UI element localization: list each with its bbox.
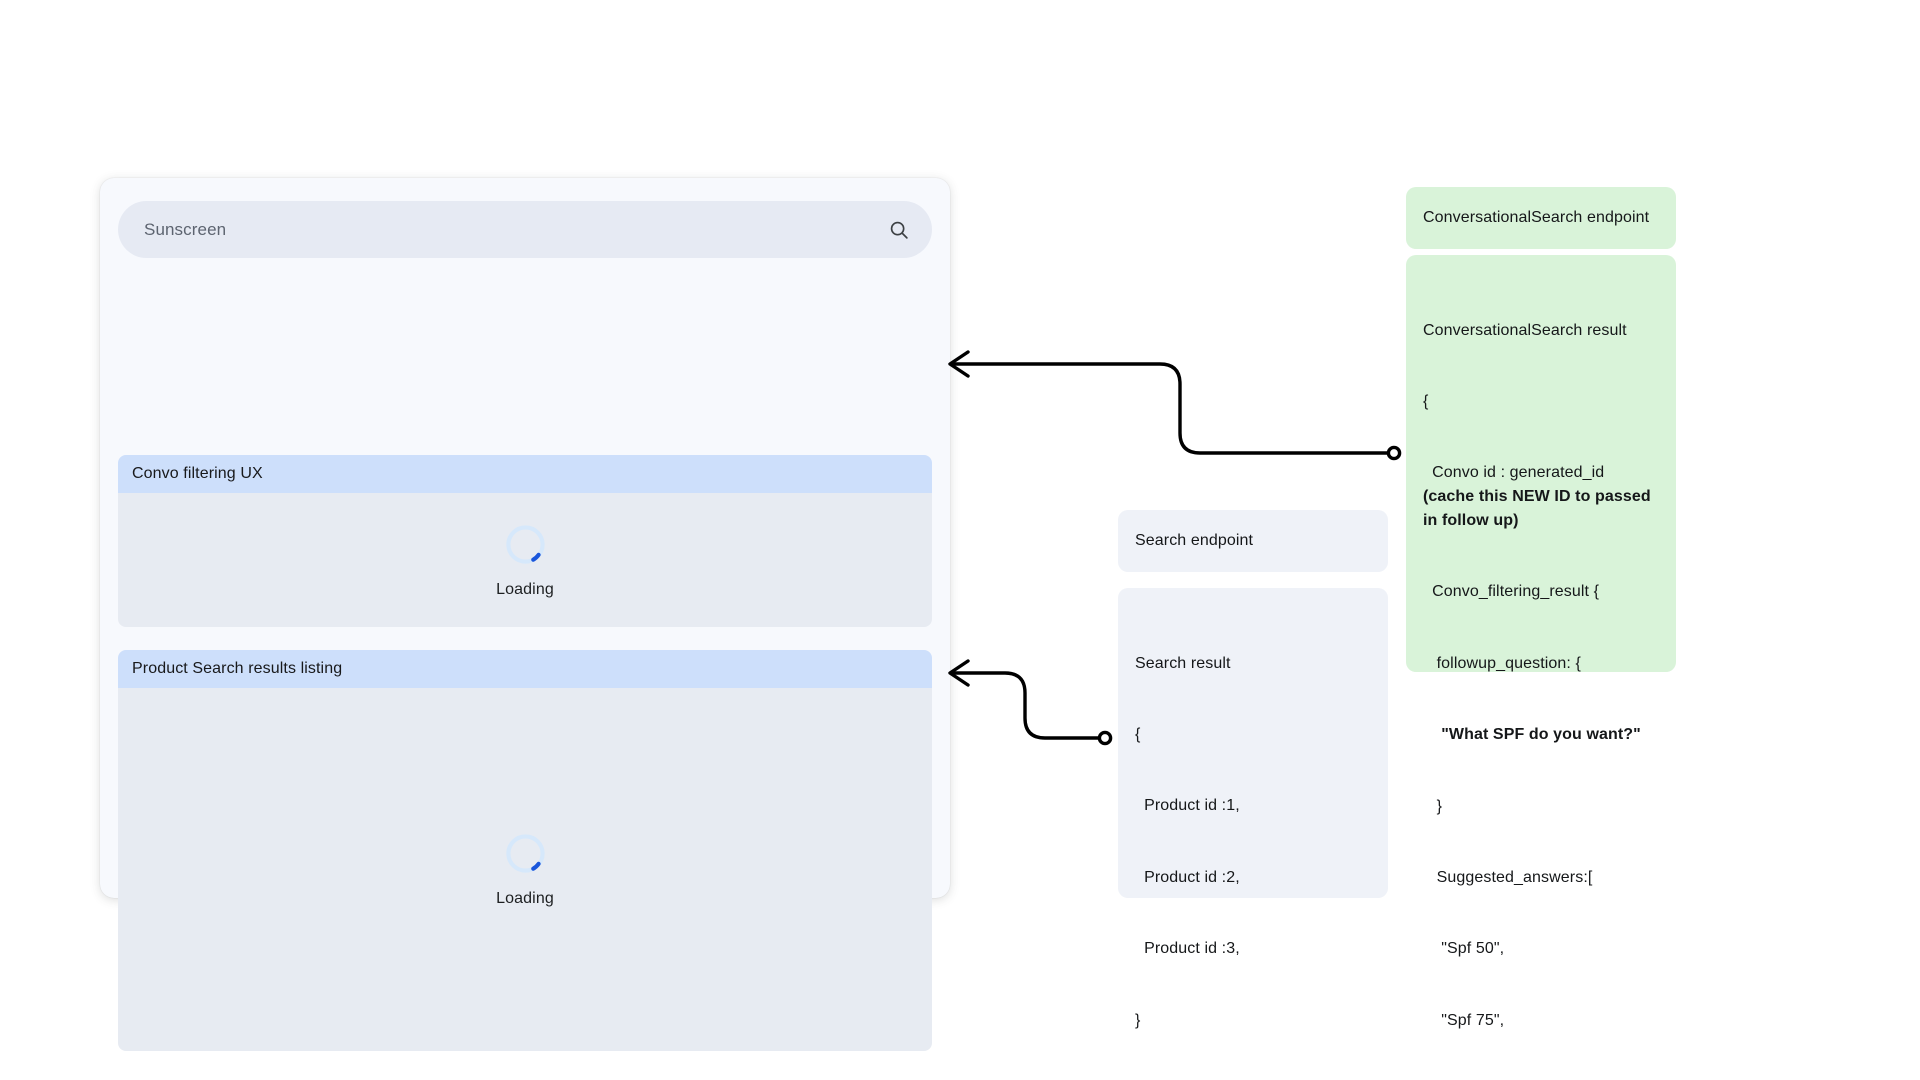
note-cs-endpoint-label: ConversationalSearch endpoint xyxy=(1423,209,1650,227)
search-bar[interactable]: Sunscreen xyxy=(118,201,932,258)
connector-endpoint-dot xyxy=(1386,445,1402,461)
spinner-icon xyxy=(505,834,545,873)
arrowhead-icon xyxy=(948,659,970,687)
note-cs-result-suggested-item: "Spf 75", xyxy=(1423,1011,1505,1029)
note-search-endpoint: Search endpoint xyxy=(1118,510,1388,572)
note-cs-result-filtering: Convo_filtering_result { xyxy=(1423,583,1600,601)
section-body-product-search-results-listing: Loading xyxy=(118,688,932,1051)
search-icon[interactable] xyxy=(888,219,910,241)
note-cs-result-followup-key: followup_question: { xyxy=(1423,654,1581,672)
loading-indicator-product-listing: Loading xyxy=(496,831,554,908)
note-search-result-line: Product id :1, xyxy=(1135,797,1240,815)
note-conversationalsearch-result: ConversationalSearch result { Convo id :… xyxy=(1406,255,1676,1029)
note-search-result-title: Search result xyxy=(1135,654,1231,672)
note-cs-result-followup-close: } xyxy=(1423,797,1443,815)
note-cs-result-suggested-item: "Spf 50", xyxy=(1423,940,1505,958)
note-search-result-line: Product id :3, xyxy=(1135,940,1240,958)
app-mock-card: Sunscreen Convo filtering UX Loading Pro… xyxy=(100,178,950,1051)
note-cs-result-convo-id: Convo id : generated_id (cache this NEW … xyxy=(1423,461,1660,532)
note-cs-result-followup-value: "What SPF do you want?" xyxy=(1423,723,1660,747)
connector-endpoint-dot xyxy=(1097,730,1113,746)
connector-cs-result-to-convo-panel xyxy=(948,350,1402,461)
loading-label-convo: Loading xyxy=(496,580,554,598)
note-search-result-line: Product id :2, xyxy=(1135,868,1240,886)
arrowhead-icon xyxy=(948,350,970,378)
loading-indicator-convo: Loading xyxy=(496,522,554,599)
section-body-convo-filtering-ux: Loading xyxy=(118,493,932,627)
note-cs-result-title: ConversationalSearch result xyxy=(1423,321,1627,339)
note-search-result-line: } xyxy=(1135,1011,1141,1029)
section-header-convo-filtering-ux: Convo filtering UX xyxy=(118,455,932,493)
note-conversationalsearch-endpoint: ConversationalSearch endpoint xyxy=(1406,187,1676,249)
section-header-product-search-results-listing: Product Search results listing xyxy=(118,650,932,688)
convo-id-text: Convo id : generated_id xyxy=(1423,464,1609,482)
note-cs-result-open: { xyxy=(1423,392,1429,410)
note-search-result-line: { xyxy=(1135,725,1141,743)
loading-label-product-listing: Loading xyxy=(496,890,554,907)
followup-question-text: "What SPF do you want?" xyxy=(1441,726,1641,744)
connector-search-result-to-product-panel xyxy=(948,659,1113,746)
search-input[interactable]: Sunscreen xyxy=(144,219,227,239)
convo-id-note: (cache this NEW ID to passed in follow u… xyxy=(1423,488,1656,529)
note-search-endpoint-label: Search endpoint xyxy=(1135,532,1254,550)
spinner-icon xyxy=(505,524,545,564)
note-search-result: Search result { Product id :1, Product i… xyxy=(1118,588,1388,1029)
note-cs-result-suggested-key: Suggested_answers:[ xyxy=(1423,868,1593,886)
